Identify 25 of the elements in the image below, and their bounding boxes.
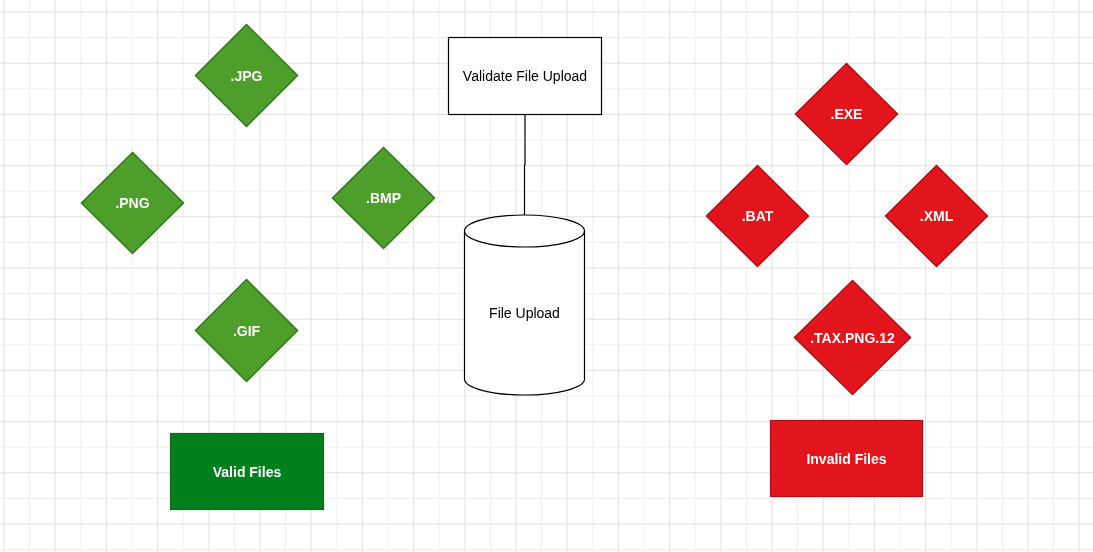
- decision-diamond: [195, 24, 298, 127]
- process-box: [448, 37, 602, 115]
- node-label: .EXE: [830, 106, 863, 122]
- decision-diamond: [795, 63, 898, 165]
- node-label: .TAX.PNG.12: [810, 329, 895, 346]
- connector-line: [523, 114, 526, 216]
- decision-diamond: [81, 152, 184, 254]
- node-label: Invalid Files: [806, 450, 887, 467]
- node-label: .JPG: [230, 67, 263, 84]
- process-box: [170, 433, 324, 510]
- decision-diamond: [195, 279, 298, 382]
- decision-diamond: [332, 147, 435, 249]
- node-label: Valid Files: [212, 463, 282, 480]
- node-label: .GIF: [232, 322, 261, 339]
- node-label: .PNG: [115, 195, 150, 211]
- node-label: .XML: [919, 208, 954, 224]
- decision-diamond: [794, 280, 911, 395]
- decision-diamond: [885, 165, 988, 267]
- node-label: .BMP: [366, 190, 401, 206]
- process-box: [770, 420, 923, 497]
- decision-diamond: [706, 165, 809, 267]
- node-label: .BAT: [741, 208, 774, 224]
- database-cylinder: [464, 215, 585, 395]
- node-label: File Upload: [489, 305, 560, 321]
- node-label: Validate File Upload: [462, 68, 588, 84]
